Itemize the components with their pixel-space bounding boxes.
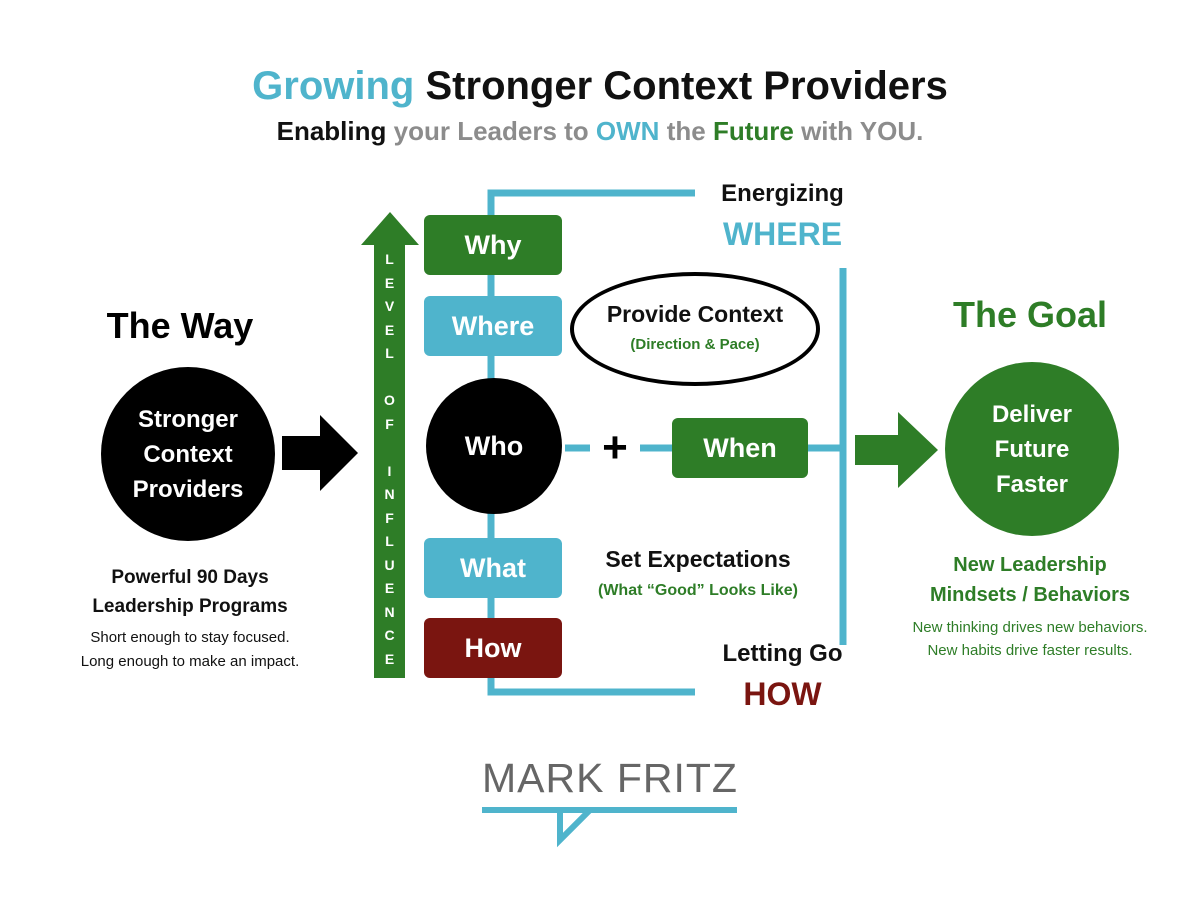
program-line-2: Leadership Programs (92, 596, 288, 617)
influence-letter: E (384, 274, 395, 291)
influence-letter: E (384, 321, 395, 338)
influence-letter: E (384, 650, 395, 667)
right-desc-line-1: New thinking drives new behaviors. (912, 619, 1148, 636)
where-box: Where (424, 296, 562, 356)
right-desc-line-2: New habits drive faster results. (927, 642, 1133, 659)
page-subtitle: Enabling your Leaders to OWN the Future … (0, 116, 1200, 147)
goal-circle-text: Deliver Future Faster (991, 400, 1073, 498)
influence-arrow (361, 212, 419, 678)
what-box: What (424, 538, 562, 598)
influence-spacer (374, 436, 405, 460)
mindset-line-1: New Leadership (953, 554, 1107, 576)
level-of-influence-text: L E V E L O F I N F L U E N C E (374, 248, 405, 671)
influence-letter: C (384, 627, 395, 643)
deliver-future-faster-circle: Deliver Future Faster (945, 362, 1119, 536)
program-line-1: Powerful 90 Days (111, 567, 269, 588)
logo-bubble-tail (557, 807, 593, 848)
influence-letter: L (385, 251, 394, 267)
influence-letter: V (384, 298, 395, 314)
influence-spacer (374, 366, 405, 390)
plus-sign: + (602, 423, 628, 472)
influence-letter: U (384, 556, 395, 573)
why-box: Why (424, 215, 562, 275)
how-box: How (424, 618, 562, 678)
influence-letter: I (387, 462, 392, 479)
circle-text: Stronger Context Providers (132, 405, 244, 503)
influence-letter: F (385, 509, 394, 526)
stronger-context-providers-circle: Stronger Context Providers (101, 367, 275, 541)
subtitle-word-6: with YOU. (801, 116, 924, 146)
provide-context-ellipse (570, 272, 820, 386)
influence-letter: O (384, 392, 395, 408)
subtitle-word-5: Future (712, 116, 794, 146)
influence-letter: F (385, 415, 394, 432)
title-main: Stronger Context Providers (425, 64, 948, 108)
direction-pace-label: (Direction & Pace) (630, 336, 760, 353)
page-title: Growing Stronger Context Providers (0, 64, 1200, 109)
subtitle-word-3: OWN (595, 116, 660, 146)
good-looks-like-label: (What “Good” Looks Like) (598, 582, 798, 599)
energizing-label: Energizing (721, 180, 844, 207)
title-growing: Growing (252, 64, 415, 108)
how-caps-label: HOW (743, 676, 822, 712)
black-arrow (282, 415, 358, 491)
influence-letter: L (385, 345, 394, 361)
influence-letter: N (384, 603, 395, 620)
mark-fritz-logo: MARK FRITZ (482, 755, 738, 801)
left-desc-line-1: Short enough to stay focused. (90, 629, 290, 646)
provide-context-label: Provide Context (606, 301, 784, 327)
mindset-line-2: Mindsets / Behaviors (929, 584, 1131, 606)
subtitle-word-2: your Leaders to (393, 116, 589, 146)
subtitle-word-1: Enabling (276, 116, 387, 146)
the-goal-heading: The Goal (952, 294, 1108, 335)
subtitle-word-4: the (666, 116, 706, 146)
when-box: When (672, 418, 808, 478)
influence-letter: L (385, 533, 394, 549)
the-way-heading: The Way (106, 305, 254, 346)
who-circle: Who (426, 378, 562, 514)
left-desc-line-2: Long enough to make an impact. (80, 653, 300, 670)
set-expectations-label: Set Expectations (605, 546, 791, 572)
letting-go-label: Letting Go (722, 640, 843, 667)
influence-letter: N (384, 486, 395, 502)
green-arrow (855, 412, 938, 488)
where-caps-label: WHERE (722, 216, 843, 252)
influence-letter: E (384, 580, 395, 596)
